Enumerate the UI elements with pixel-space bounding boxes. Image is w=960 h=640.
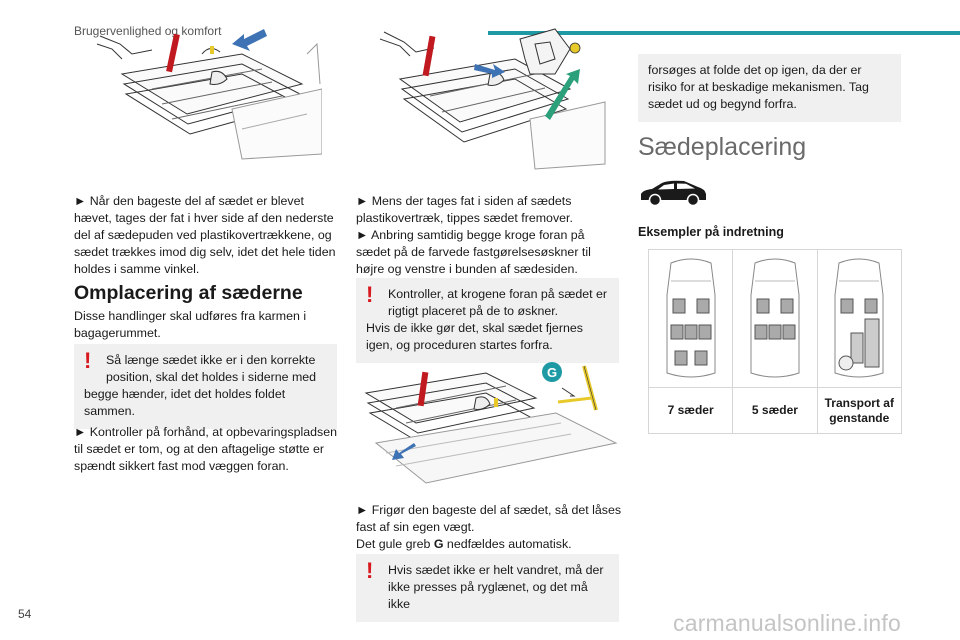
- layout-5-seats-diagram: [732, 249, 818, 388]
- step-text-1: ► Når den bageste del af sædet er blevet…: [74, 194, 336, 276]
- running-header: Brugervenlighed og komfort: [74, 24, 222, 38]
- warning-box-2: ! Kontroller, at krogene foran på sædet …: [356, 278, 619, 363]
- car-silhouette-icon: [638, 178, 708, 208]
- step-text-release: ► Frigør den bageste del af sædet, så de…: [356, 503, 622, 534]
- warning-text-first: Hvis sædet ikke er helt vandret, må der: [388, 563, 604, 577]
- illustration-seat-release: G: [356, 358, 622, 500]
- layout-label-5-seats: 5 sæder: [732, 387, 818, 434]
- warning-box-1: ! Så længe sædet ikke er i den korrekte …: [74, 344, 337, 429]
- warning-text-rest: ikke presses på ryglænet, og det må ikke: [388, 580, 588, 611]
- page-number: 54: [18, 607, 32, 621]
- note-text-after: nedfældes automatisk.: [443, 537, 572, 551]
- step-text-2: ► Kontroller på forhånd, at opbevaringsp…: [74, 425, 337, 473]
- illustration-seat-hooks: [370, 14, 610, 174]
- subheading-layout-examples: Eksempler på indretning: [638, 225, 784, 239]
- header-accent-bar: [488, 31, 960, 35]
- note-yellow-handle: Det gule greb G nedfældes automatisk.: [356, 536, 622, 553]
- layout-7-seats-diagram: [647, 249, 734, 388]
- section-heading-seat-placement: Sædeplacering: [638, 133, 807, 161]
- watermark: carmanualsonline.info: [673, 610, 901, 636]
- warning-text-first: Så længe sædet ikke er i den korrekte po…: [106, 353, 317, 384]
- step-text-tip-forward: ► Mens der tages fat i siden af sædets p…: [356, 194, 573, 225]
- warning-text-rest: begge hænder, idet det holdes foldet sam…: [84, 387, 286, 418]
- warning-text-rest: Hvis de ikke gør det, skal sædet fjernes…: [366, 321, 583, 352]
- seat-layout-table: 7 sæder 5 sæder Transport af genstande: [647, 249, 903, 434]
- warning-box-3: ! Hvis sædet ikke er helt vandret, må de…: [356, 554, 619, 622]
- layout-label-cargo: Transport af genstande: [816, 387, 903, 434]
- layout-cargo-diagram: [816, 249, 903, 388]
- warning-icon: !: [84, 348, 92, 373]
- illustration-seat-pull: [92, 14, 322, 164]
- figure-label-g: G: [547, 365, 557, 380]
- warning-text-continued: forsøges at folde det op igen, da der er…: [648, 63, 869, 111]
- intro-text: Disse handlinger skal udføres fra karmen…: [74, 309, 307, 340]
- warning-icon: !: [366, 558, 374, 583]
- warning-box-continued: forsøges at folde det op igen, da der er…: [638, 54, 901, 122]
- warning-text-first: Kontroller, at krogene foran på sædet er…: [388, 287, 608, 318]
- step-text-hooks: ► Anbring samtidig begge kroge foran på …: [356, 228, 591, 276]
- warning-icon: !: [366, 282, 374, 307]
- section-heading-relocation: Omplacering af sæderne: [74, 282, 303, 304]
- note-handle-letter: G: [433, 537, 444, 551]
- note-text-before: Det gule greb: [356, 537, 434, 551]
- layout-label-7-seats: 7 sæder: [647, 387, 734, 434]
